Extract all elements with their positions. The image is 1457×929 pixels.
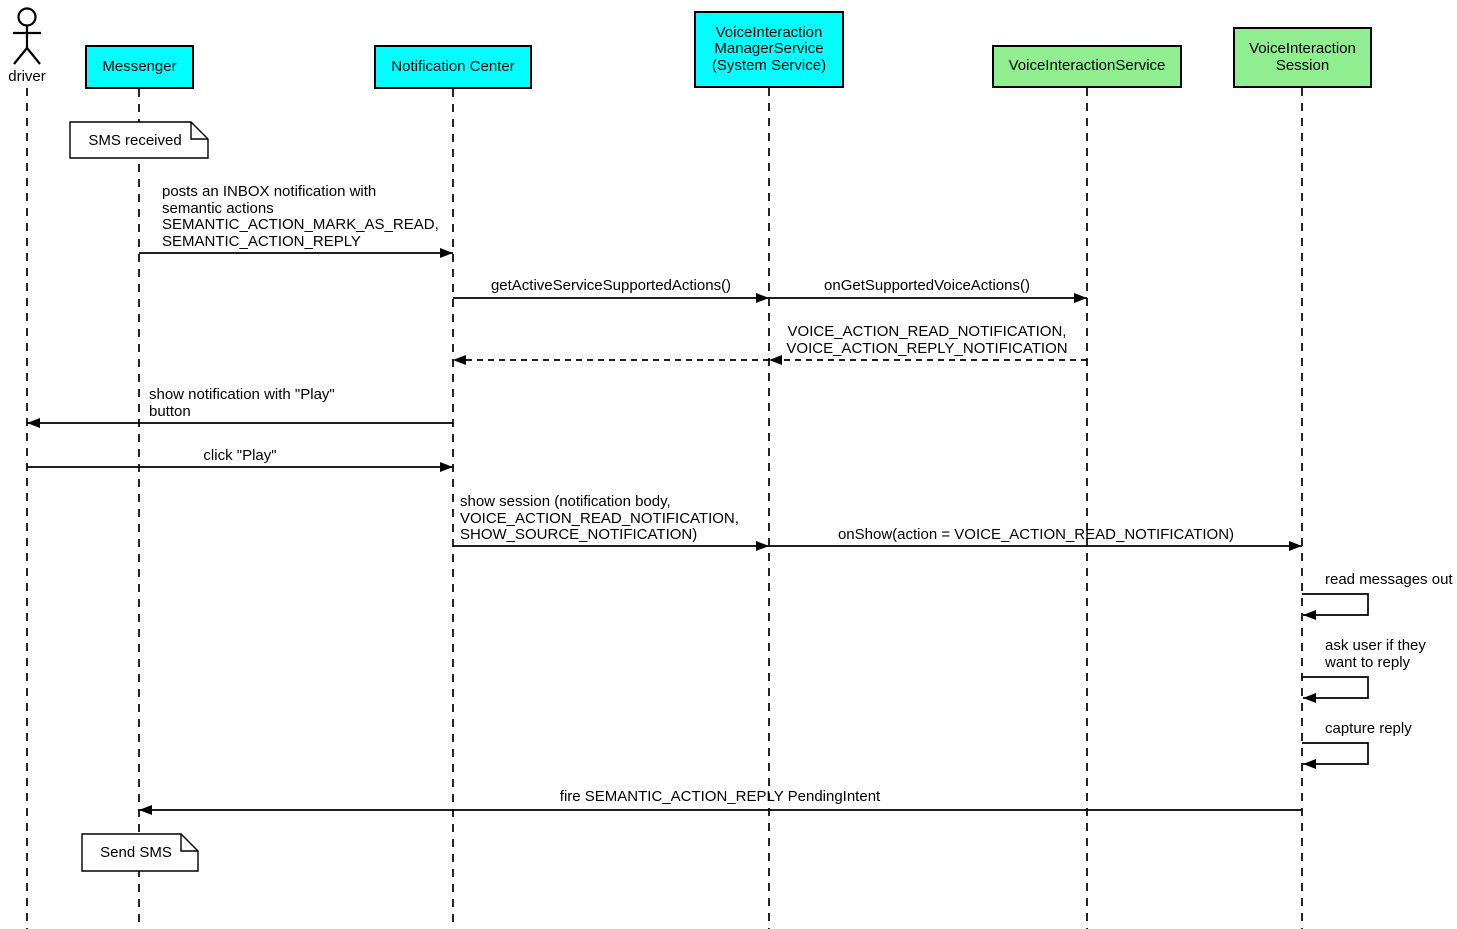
arrow-self-capture-reply xyxy=(1302,742,1369,769)
message-label-on-show: onShow(action = VOICE_ACTION_READ_NOTIFI… xyxy=(837,526,1235,543)
lifelines xyxy=(26,88,1303,929)
message-label-on-get-supported-voice-actions: onGetSupportedVoiceActions() xyxy=(824,277,1030,294)
participant-voiceinteraction-managerservice: VoiceInteraction ManagerService (System … xyxy=(694,11,844,88)
participant-messenger: Messenger xyxy=(85,45,194,89)
participant-notification-center: Notification Center xyxy=(374,45,532,89)
message-label-click-play: click "Play" xyxy=(203,447,277,464)
actor-driver-label: driver xyxy=(8,68,46,85)
participant-voiceinteraction-session: VoiceInteraction Session xyxy=(1233,27,1372,88)
note-sms-received-fold xyxy=(190,122,208,140)
note-send-sms-shape xyxy=(81,833,199,872)
message-label-read-messages-out: read messages out xyxy=(1325,571,1453,588)
note-send-sms-fold xyxy=(180,834,198,852)
participant-voiceinteractionservice: VoiceInteractionService xyxy=(992,45,1182,88)
message-label-return-voice-actions: VOICE_ACTION_READ_NOTIFICATION, VOICE_AC… xyxy=(786,323,1068,357)
note-sms-received: SMS received xyxy=(88,131,182,149)
note-send-sms: Send SMS xyxy=(100,844,172,861)
actor-driver-icon xyxy=(13,7,41,65)
message-label-ask-user-reply: ask user if they want to reply xyxy=(1325,637,1426,671)
arrow-self-read-messages-out xyxy=(1302,593,1369,620)
message-label-capture-reply: capture reply xyxy=(1325,720,1412,737)
arrow-self-ask-user-reply xyxy=(1302,676,1369,703)
message-label-posts-inbox-notification: posts an INBOX notification with semanti… xyxy=(162,183,439,250)
message-label-show-session: show session (notification body, VOICE_A… xyxy=(460,493,739,543)
note-sms-received-shape xyxy=(69,121,209,159)
message-label-fire-semantic-action-reply: fire SEMANTIC_ACTION_REPLY PendingIntent xyxy=(559,788,881,805)
message-label-get-active-service-supported-actions: getActiveServiceSupportedActions() xyxy=(490,277,732,294)
message-label-show-notification-play: show notification with "Play" button xyxy=(149,386,335,420)
